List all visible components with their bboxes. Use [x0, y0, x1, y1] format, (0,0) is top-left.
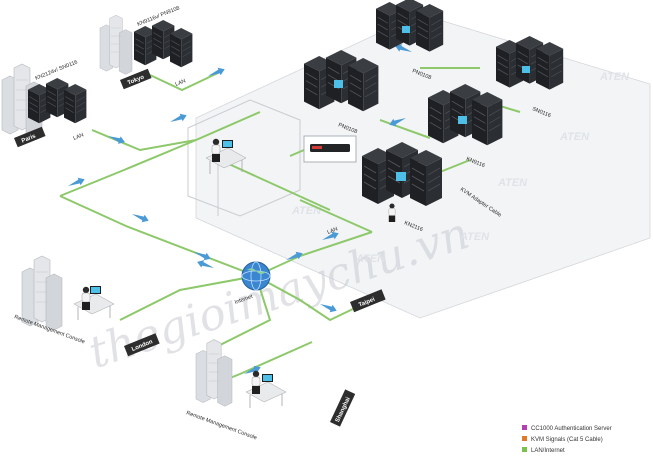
london-console	[73, 285, 115, 321]
tokyo-racks	[133, 19, 193, 68]
taipei-lan-label: LAN	[327, 226, 339, 236]
office-room-floor	[187, 99, 301, 217]
shanghai-building	[195, 339, 233, 407]
datacenter-technician	[388, 203, 396, 223]
aten-logo: ATEN	[599, 71, 630, 83]
rack-group-pn0108-b	[303, 49, 379, 112]
aten-logo: ATEN	[459, 231, 490, 243]
aten-logo: ATEN	[559, 131, 590, 143]
rack-group-sn0116	[495, 35, 564, 90]
cc1000-server	[303, 135, 357, 163]
legend-item: KVM Signals (Cat 5 Cable)	[522, 436, 603, 443]
tokyo-building	[99, 14, 133, 75]
aten-logo: ATEN	[291, 205, 322, 217]
rack-group-pn0108-a	[375, 0, 444, 52]
legend-swatch	[522, 436, 527, 441]
lan-lines	[59, 67, 521, 387]
tokyo-lan-label: LAN	[175, 78, 187, 88]
legend: CC1000 Authentication Server KVM Signals…	[522, 425, 612, 454]
site-tag-paris: Paris	[14, 126, 46, 148]
legend-item: LAN/Internet	[522, 447, 565, 454]
legend-swatch	[522, 425, 527, 430]
shanghai-console	[245, 370, 287, 409]
svg-text:Paris: Paris	[21, 133, 37, 144]
legend-swatch	[522, 447, 527, 452]
rack-group-kn2116	[361, 141, 443, 207]
internet-globe-icon	[241, 261, 271, 291]
aten-logo: ATEN	[355, 253, 386, 265]
shanghai-remote-label: Remote Management Console	[185, 410, 257, 441]
paris-lan-label: LAN	[73, 132, 85, 142]
legend-item: CC1000 Authentication Server	[522, 425, 612, 432]
legend-label: CC1000 Authentication Server	[531, 426, 612, 432]
aten-logo: ATEN	[497, 177, 528, 189]
site-tag-shanghai: Shanghai	[330, 389, 356, 427]
legend-label: KVM Signals (Cat 5 Cable)	[531, 437, 603, 443]
rack-group-kn9116	[427, 83, 503, 146]
legend-label: LAN/Internet	[531, 448, 565, 454]
